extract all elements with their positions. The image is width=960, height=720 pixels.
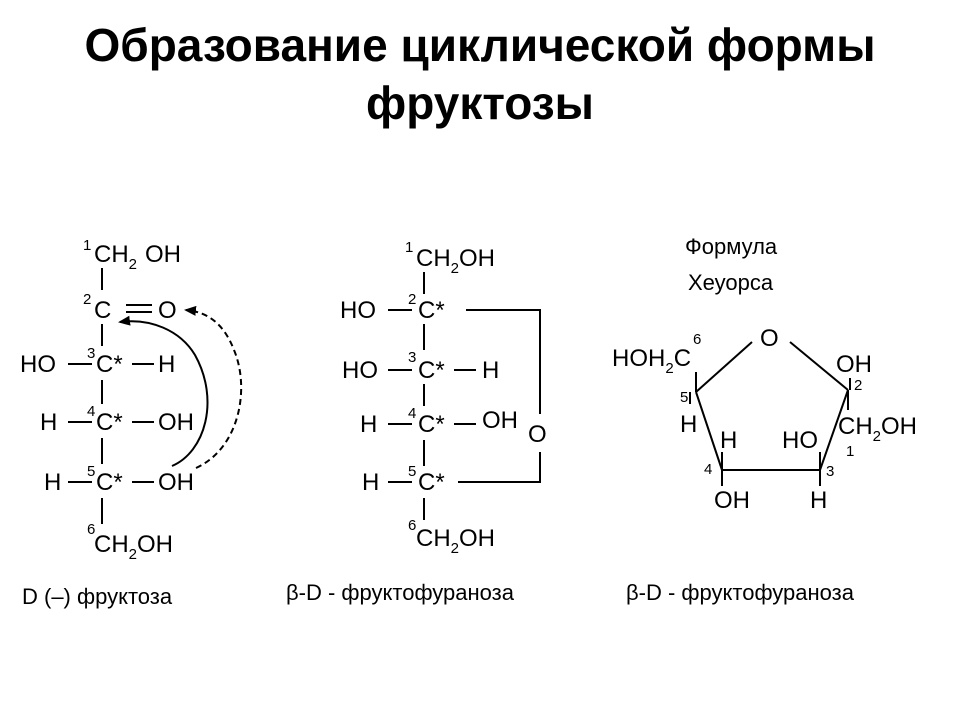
carbon-number-2: 2 (408, 291, 416, 308)
c5-ch2oh: HOH2C (612, 345, 691, 377)
slide-title: Образование циклической формы фруктозы (0, 16, 960, 132)
c2-oh: OH (836, 351, 872, 378)
c4-carbon: C* (96, 409, 123, 436)
c4-right-oh: OH (158, 409, 194, 436)
c6-ch: CH (94, 531, 129, 558)
c6-group: CH2OH (94, 531, 173, 563)
c2-carbon: C (94, 297, 111, 324)
c3-h: H (810, 487, 827, 514)
fischer-ring-caption: β-D - фруктофураноза (286, 580, 515, 605)
carbon-number-6: 6 (693, 331, 701, 348)
carbonyl-oxygen: O (158, 297, 177, 324)
fischer-ring-structure: 1 2 3 4 5 6 CH2OH HO C* HO C* H H C* OH … (286, 239, 547, 605)
c2-ch2oh: CH2OH (838, 413, 917, 445)
c5-h: H (680, 411, 697, 438)
nucleophilic-attack-arrow (118, 315, 209, 467)
ring-oxygen: O (528, 421, 547, 448)
c4-left-h: H (360, 411, 377, 438)
haworth-label-line-2: Хеуорса (688, 270, 774, 295)
c5-left-h: H (44, 469, 61, 496)
c1-ch: CH (838, 413, 873, 440)
c4-left-h: H (40, 409, 57, 436)
c1-ch: CH (94, 241, 129, 268)
c4-right-oh: OH (482, 407, 518, 434)
c1-oh: OH (459, 245, 495, 272)
c3-carbon: C* (96, 351, 123, 378)
carbon-number-1: 1 (846, 443, 854, 460)
carbon-number-2: 2 (854, 377, 862, 394)
c6-oh: OH (459, 525, 495, 552)
carbon-number-6: 6 (408, 517, 416, 534)
c4-oh: OH (714, 487, 750, 514)
c1-oh: OH (881, 413, 917, 440)
c1-oh: OH (145, 241, 181, 268)
carbon-number-3: 3 (87, 345, 95, 362)
slide-title-line-2: фруктозы (366, 77, 594, 129)
c3-left-ho: HO (20, 351, 56, 378)
c2-carbon: C* (418, 297, 445, 324)
carbon-number-4: 4 (87, 403, 95, 420)
haworth-structure: Формула Хеуорса O 6 HOH2C 5 H OH 2 CH2OH… (612, 234, 917, 605)
carbon-number-5: 5 (680, 389, 688, 406)
carbon-number-1: 1 (83, 237, 91, 254)
c1-group: CH2OH (416, 245, 495, 277)
ring-bond-lower (458, 452, 541, 483)
c6-subscript: 2 (129, 546, 137, 563)
c3-right-h: H (158, 351, 175, 378)
carbon-number-6: 6 (87, 521, 95, 538)
c6-c: C (674, 345, 691, 372)
carbon-number-1: 1 (405, 239, 413, 256)
c1-ch: CH (416, 245, 451, 272)
carbon-number-5: 5 (87, 463, 95, 480)
ring-edge-o-c2 (789, 341, 849, 391)
c3-left-ho: HO (342, 357, 378, 384)
slide-title-line-1: Образование циклической формы (84, 19, 876, 71)
carbon-number-4: 4 (704, 461, 712, 478)
c5-carbon: C* (96, 469, 123, 496)
c5-right-oh: OH (158, 469, 194, 496)
c1-subscript: 2 (129, 256, 137, 273)
c5-left-h: H (362, 469, 379, 496)
c4-carbon: C* (418, 411, 445, 438)
carbon-number-2: 2 (83, 291, 91, 308)
c1-subscript: 2 (451, 260, 459, 277)
c3-right-h: H (482, 357, 499, 384)
c6-oh: OH (137, 531, 173, 558)
c3-carbon: C* (418, 357, 445, 384)
proton-transfer-arrow (184, 305, 243, 469)
c1-subscript: 2 (873, 428, 881, 445)
ring-bond-upper (466, 309, 541, 414)
ring-edge-o-c5 (695, 341, 753, 393)
ring-oxygen: O (760, 325, 779, 352)
haworth-label-line-1: Формула (685, 234, 778, 259)
open-chain-caption: D (–) фруктоза (22, 584, 173, 609)
c1-group: CH2 OH (94, 241, 181, 273)
c6-subscript: 2 (451, 540, 459, 557)
c3-ho: HO (782, 427, 818, 454)
c6-ch: CH (416, 525, 451, 552)
c6-group: CH2OH (416, 525, 495, 557)
c6-hoh: HOH (612, 345, 665, 372)
haworth-caption: β-D - фруктофураноза (626, 580, 855, 605)
carbon-number-3: 3 (408, 349, 416, 366)
c5-carbon: C* (418, 469, 445, 496)
c2-left-ho: HO (340, 297, 376, 324)
carbon-number-5: 5 (408, 463, 416, 480)
ring-edge-c5-c4 (695, 391, 723, 471)
carbon-number-3: 3 (826, 463, 834, 480)
c4-h: H (720, 427, 737, 454)
carbon-number-4: 4 (408, 405, 416, 422)
c6-subscript: 2 (665, 360, 673, 377)
ring-edge-c2-c3 (819, 389, 849, 471)
